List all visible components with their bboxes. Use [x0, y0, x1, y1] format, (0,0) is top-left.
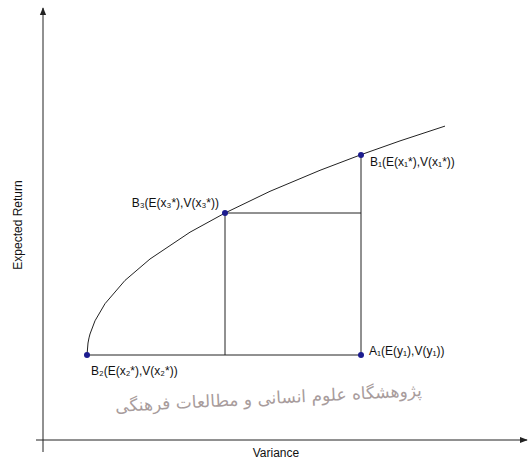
watermark: پژوهشگاه علوم انسانی و مطالعات فرهنگی	[114, 383, 421, 413]
point-label: B₃(E(x₃*),V(x₃*))	[131, 196, 220, 210]
point-label: B₂(E(x₂*),V(x₂*))	[90, 364, 179, 378]
y-axis	[43, 8, 44, 452]
guide-line	[225, 213, 361, 214]
point-marker	[358, 352, 364, 358]
axis-title: Variance	[253, 446, 299, 460]
point-marker	[84, 352, 90, 358]
point-label: B₁(E(x₁*),V(x₁*))	[369, 155, 456, 169]
guide-line	[87, 355, 361, 356]
x-axis	[36, 440, 527, 441]
point-marker	[222, 210, 228, 216]
point-label: A₁(E(y₁),V(y₁))	[368, 344, 445, 358]
guide-line	[361, 155, 362, 355]
point-marker	[358, 152, 364, 158]
guide-line	[225, 213, 226, 355]
axis-title: Expected Return	[11, 180, 25, 269]
